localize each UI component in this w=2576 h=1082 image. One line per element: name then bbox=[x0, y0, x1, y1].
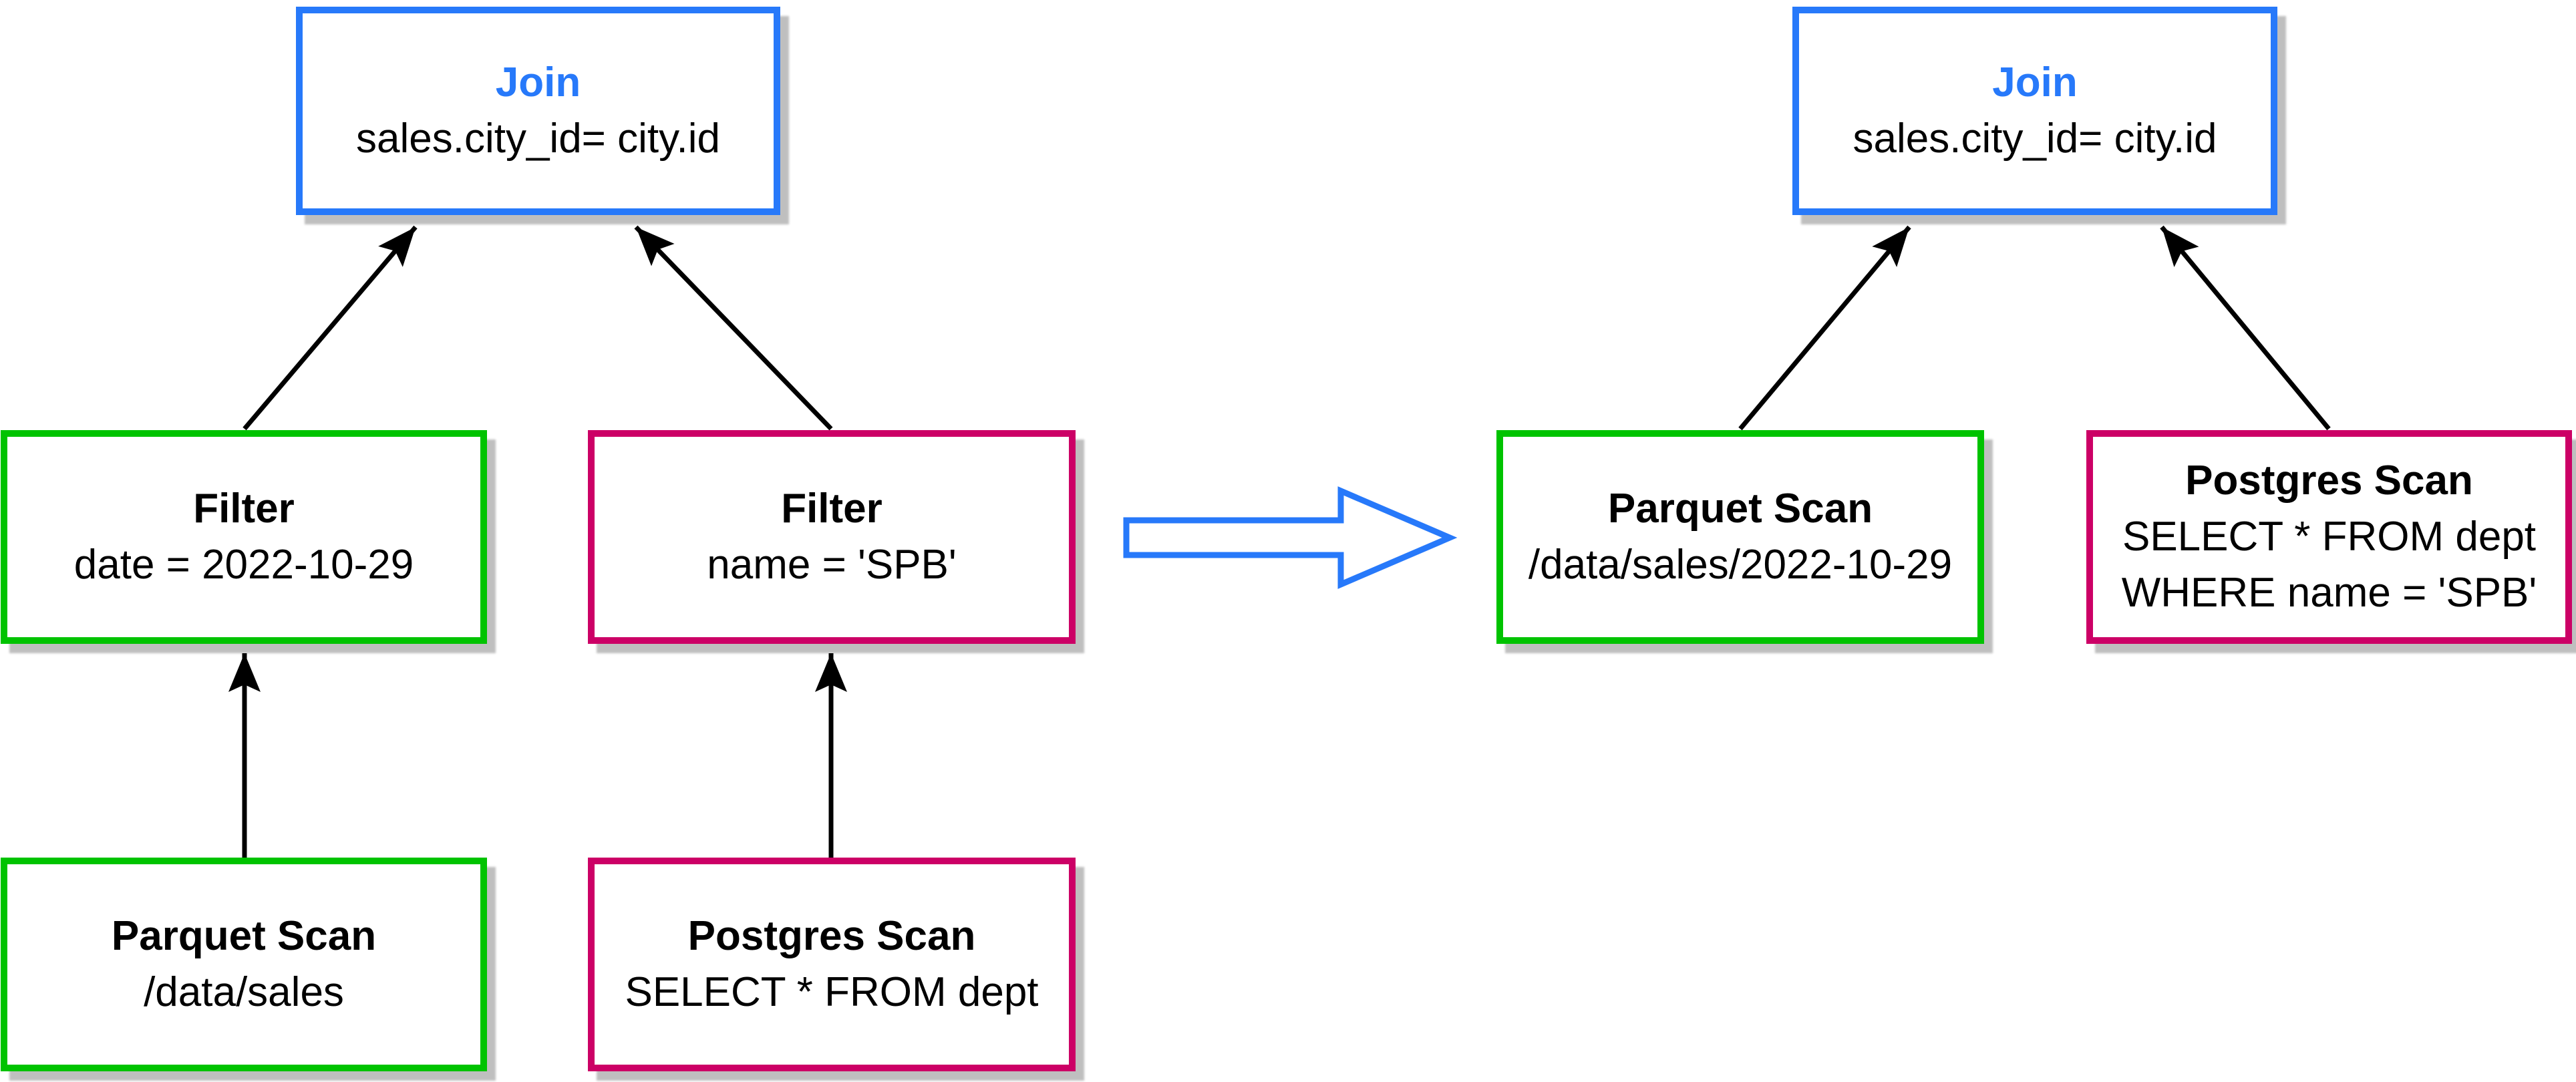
node-filter-name: Filter name = 'SPB' bbox=[588, 430, 1076, 644]
postgres-scan-before-title: Postgres Scan bbox=[687, 913, 976, 959]
node-join-before: Join sales.city_id= city.id bbox=[296, 7, 780, 215]
node-postgres-scan-after: Postgres Scan SELECT * FROM dept WHERE n… bbox=[2086, 430, 2572, 644]
join-after-title: Join bbox=[1992, 59, 2078, 106]
postgres-scan-after-query-line2: WHERE name = 'SPB' bbox=[2121, 570, 2537, 616]
node-parquet-scan-before: Parquet Scan /data/sales bbox=[1, 858, 487, 1071]
parquet-scan-after-source: /data/sales/2022-10-29 bbox=[1528, 542, 1953, 588]
postgres-scan-after-query-line1: SELECT * FROM dept bbox=[2122, 514, 2537, 560]
filter-name-condition: name = 'SPB' bbox=[707, 542, 957, 588]
join-after-condition: sales.city_id= city.id bbox=[1853, 116, 2217, 162]
edge-postgres-to-join-after bbox=[2160, 225, 2331, 431]
node-postgres-scan-before: Postgres Scan SELECT * FROM dept bbox=[588, 858, 1076, 1071]
node-parquet-scan-after: Parquet Scan /data/sales/2022-10-29 bbox=[1496, 430, 1984, 644]
postgres-scan-after-title: Postgres Scan bbox=[2185, 458, 2473, 504]
filter-name-title: Filter bbox=[781, 486, 882, 532]
parquet-scan-after-title: Parquet Scan bbox=[1607, 486, 1873, 532]
filter-date-title: Filter bbox=[193, 486, 295, 532]
postgres-scan-before-query: SELECT * FROM dept bbox=[625, 969, 1039, 1015]
edge-filter-date-to-join bbox=[243, 225, 418, 431]
parquet-scan-before-title: Parquet Scan bbox=[111, 913, 377, 959]
join-before-title: Join bbox=[495, 59, 581, 106]
parquet-scan-before-source: /data/sales bbox=[144, 969, 344, 1015]
join-before-condition: sales.city_id= city.id bbox=[355, 116, 720, 162]
filter-date-condition: date = 2022-10-29 bbox=[73, 542, 414, 588]
edge-parquet-to-join-after bbox=[1738, 225, 1911, 431]
node-filter-date: Filter date = 2022-10-29 bbox=[1, 430, 487, 644]
node-join-after: Join sales.city_id= city.id bbox=[1792, 7, 2277, 215]
edge-filter-name-to-join bbox=[634, 225, 833, 431]
transform-arrow-icon bbox=[1123, 486, 1458, 589]
